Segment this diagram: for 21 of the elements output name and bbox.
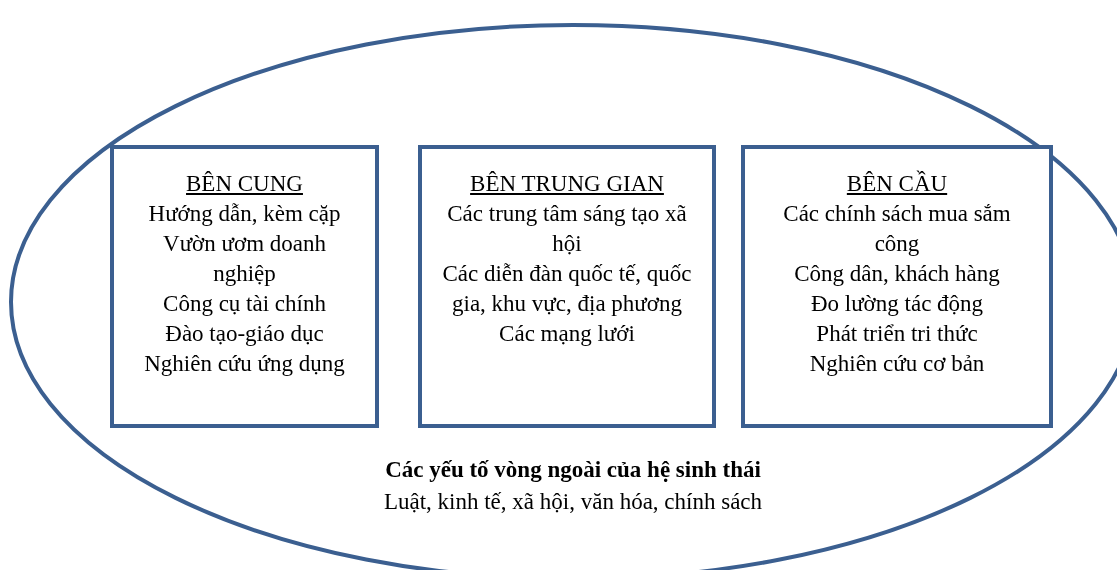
category-box: [110, 145, 379, 428]
list-item: Nghiên cứu cơ bản: [809, 350, 985, 378]
list-item: Công dân, khách hàng: [794, 260, 1000, 288]
list-item: Các chính sách mua sắm công: [782, 200, 1012, 258]
list-item: Các diễn đàn quốc tế, quốc gia, khu vực, địa phương: [441, 260, 693, 318]
list-item: Hướng dẫn, kèm cặp: [148, 200, 341, 228]
section-heading: BÊN CẦU: [846, 169, 948, 198]
heading: Các yếu tố vòng ngoài của hệ sinh thái: [385, 457, 761, 482]
description: Luật, kinh tế, xã hội, văn hóa, chính sách: [383, 489, 763, 514]
list-item: Đào tạo-giáo dục: [165, 320, 324, 348]
list-item: Nghiên cứu ứng dụng: [144, 350, 345, 378]
list-item: Công cụ tài chính: [163, 290, 326, 318]
section-heading: BÊN TRUNG GIAN: [470, 170, 664, 198]
category-box: [741, 145, 1053, 428]
section-heading: BÊN CUNG: [186, 170, 303, 198]
list-item: Các trung tâm sáng tạo xã hội: [446, 200, 688, 258]
list-item: Đo lường tác động: [810, 290, 984, 318]
category-box: [418, 145, 716, 428]
list-item: Vườn ươm doanh nghiệp: [162, 230, 327, 288]
list-item: Phát triển tri thức: [816, 320, 978, 348]
list-item: Các mạng lưới: [499, 320, 635, 348]
